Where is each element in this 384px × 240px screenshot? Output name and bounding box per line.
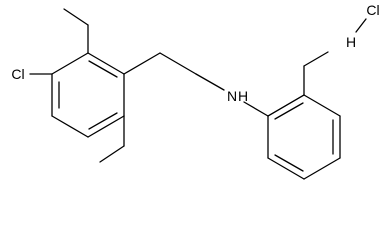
chloro-substituent: Cl [11,66,53,82]
hcl-bond [355,18,367,33]
hydrochloride-salt: Cl H [346,2,380,50]
linker-bond [195,73,225,91]
left-ring-bond [87,115,125,138]
hcl-hydrogen-label: H [346,34,356,50]
bottom-methoxy-group [99,115,125,163]
left-ring-double-bond [88,60,118,78]
amine-group: N H [227,88,248,104]
skeletal-structure-diagram: Cl N H Cl H [11,2,380,180]
right-ring-bond [267,94,305,117]
linker-bond [123,52,161,75]
left-ring-double-bond [88,112,118,130]
linker-bond [243,101,269,117]
ortho-methoxy-group [303,51,329,96]
methoxy-bond [303,51,329,67]
right-ring-bond [303,94,341,117]
left-ring-bond [51,52,89,75]
left-benzene-ring [51,52,125,138]
linker-bond [159,52,197,75]
ethyl-linker [123,52,225,91]
top-methoxy-group [63,8,89,54]
right-ring-double-bond [274,102,304,120]
right-ring-double-bond [274,154,304,172]
right-ring-bond [267,157,305,180]
left-ring-bond [51,115,89,138]
methoxy-bond [63,8,89,26]
amine-hydrogen-label: H [238,88,248,104]
hcl-chlorine-label: Cl [366,2,379,18]
chlorine-atom-label: Cl [11,66,24,82]
methoxy-bond [99,145,125,163]
amine-nitrogen-label: N [227,88,237,104]
right-benzene-ring [267,94,341,180]
left-ring-bond [87,52,125,75]
right-ring-bond [303,157,341,180]
